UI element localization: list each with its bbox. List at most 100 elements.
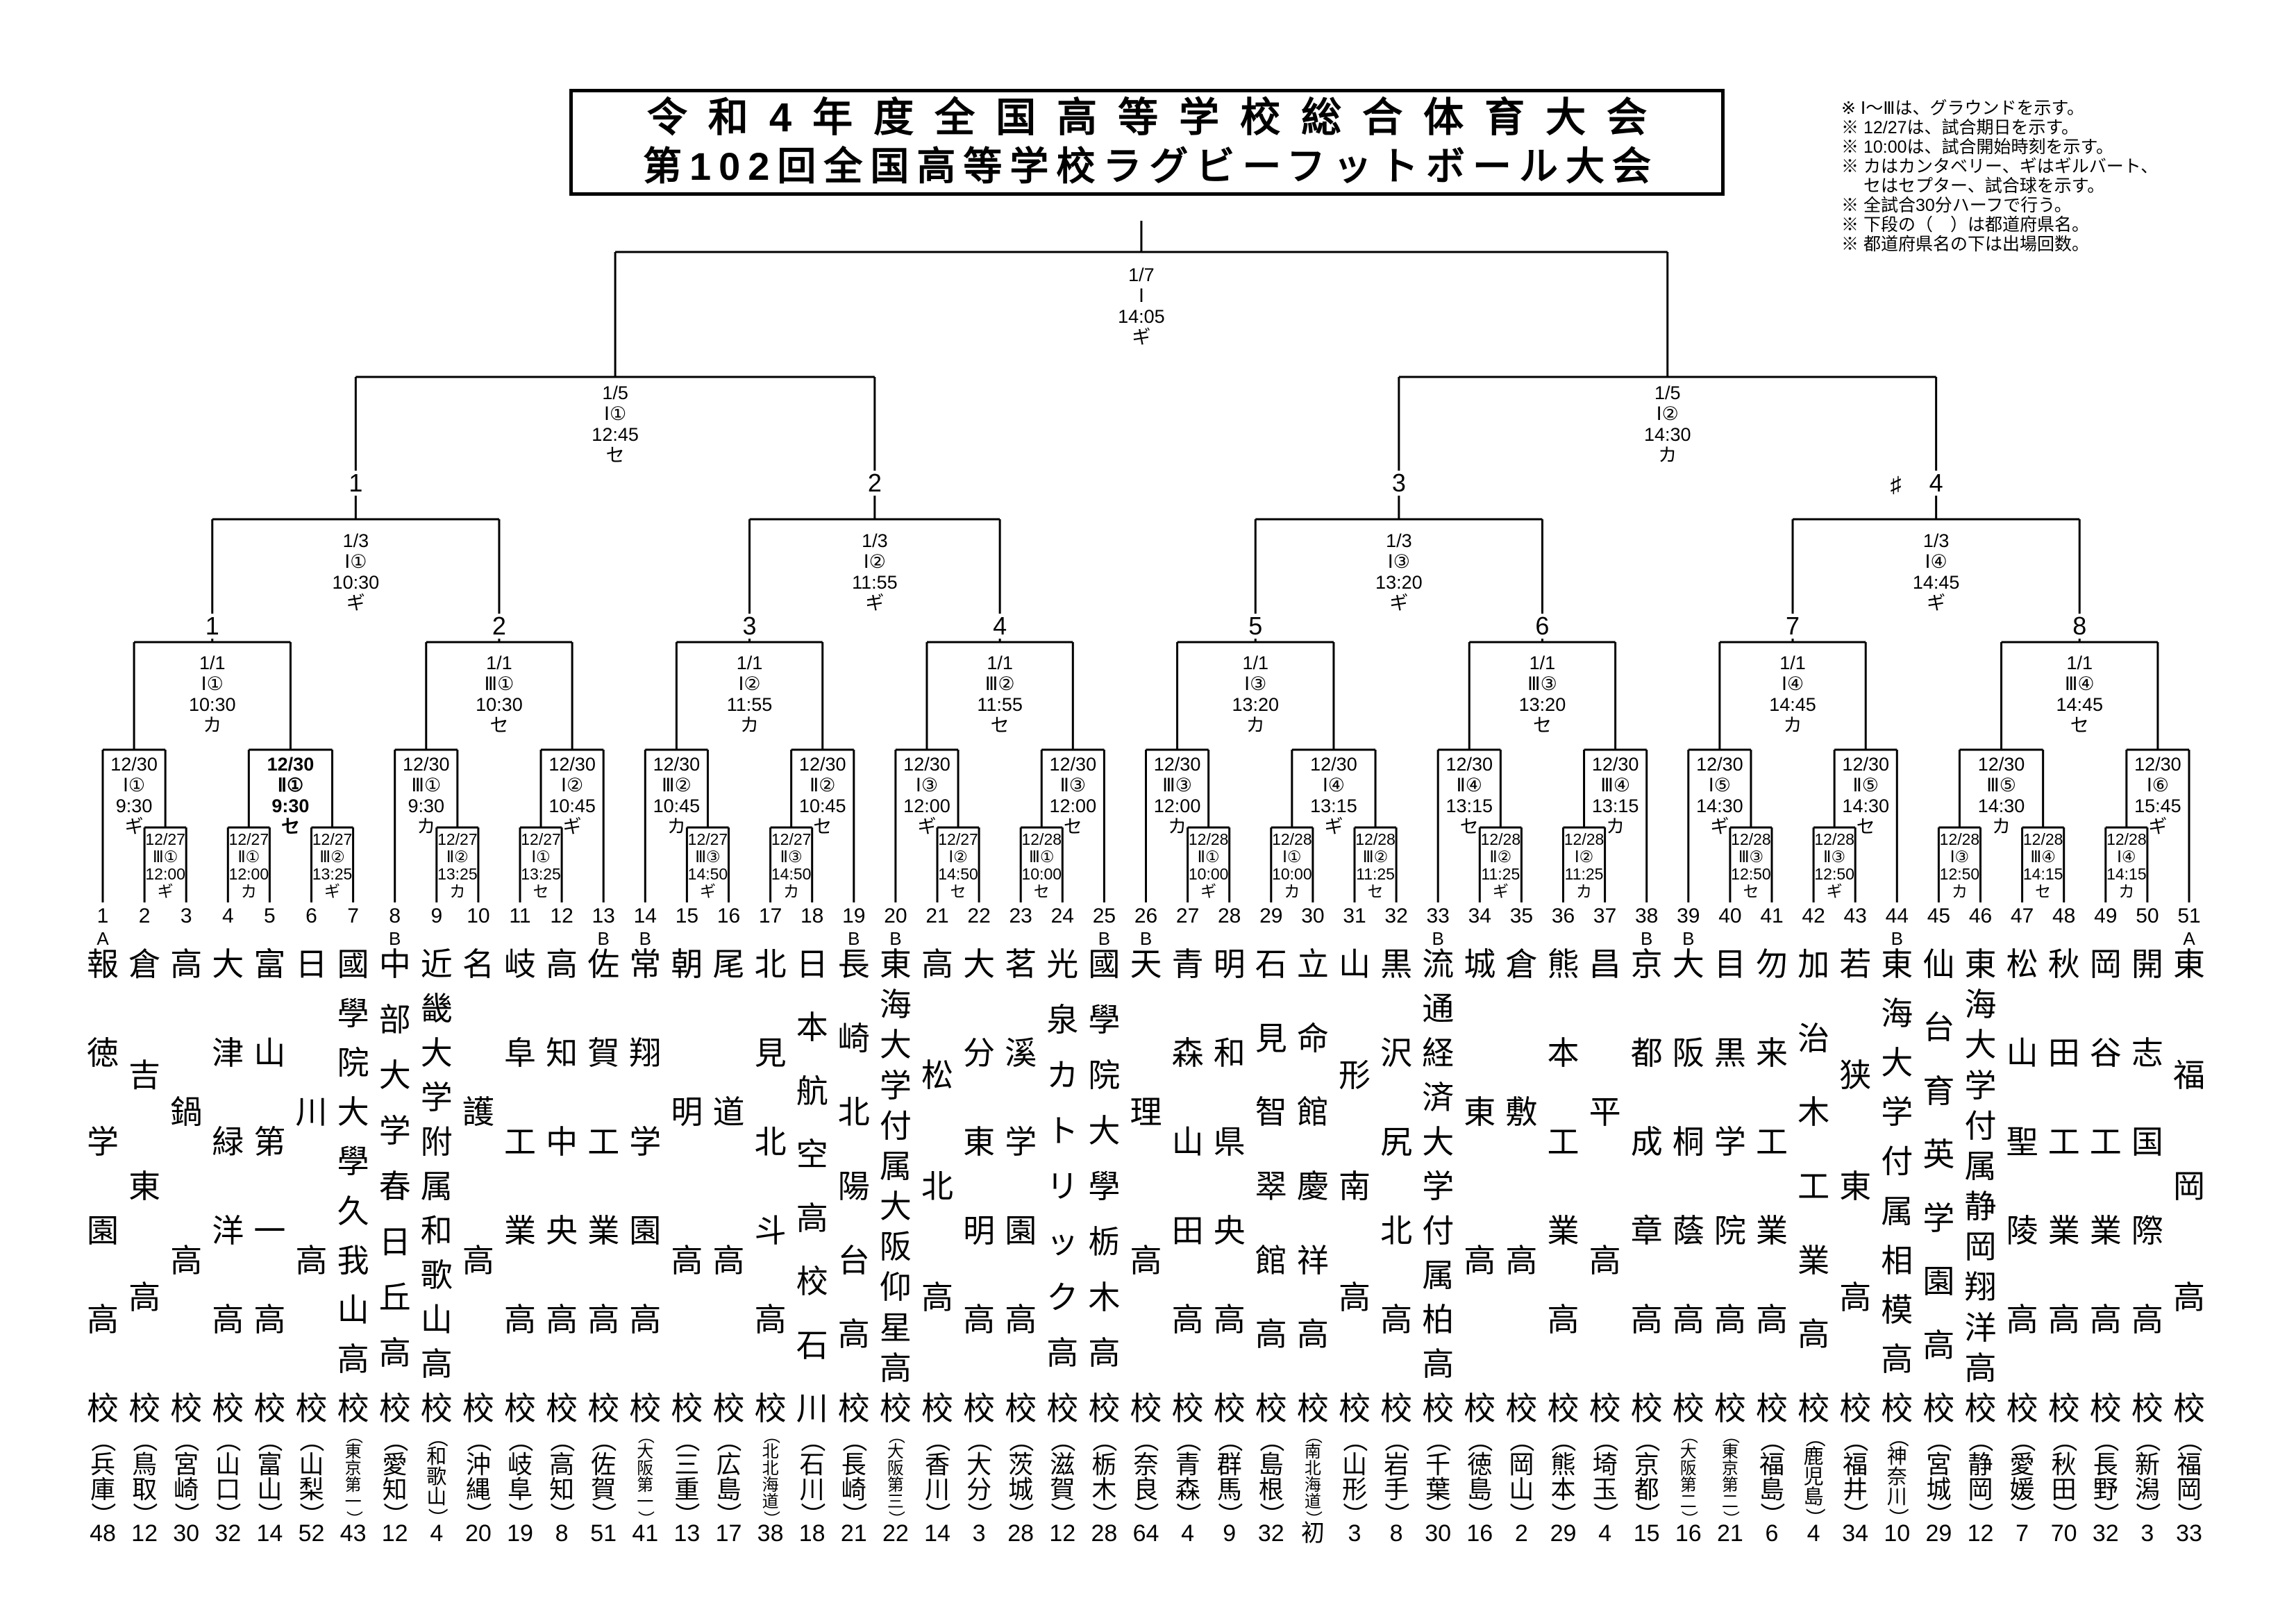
appearance-count: 16 (1675, 1520, 1702, 1547)
seed-number: 22 (967, 905, 991, 927)
second-round-match-label-ground: Ⅱ⑤ (1852, 775, 1879, 796)
legend-notes: ※ Ⅰ～Ⅲは、グラウンドを示す。※ 12/27は、試合期日を示す。※ 10:00… (1841, 99, 2296, 254)
quarterfinal-match-label-ground: Ⅰ① (344, 551, 367, 572)
round16-match-label-time: 11:55 (726, 694, 773, 715)
round16-number: 4 (980, 614, 1020, 639)
first-round-match-label-date: 12/28 (1272, 830, 1312, 848)
seed-number: 48 (2052, 905, 2076, 927)
appearance-count: 64 (1132, 1520, 1159, 1547)
appearance-count: 3 (1348, 1520, 1361, 1547)
team-prefecture: （三重） (673, 1427, 702, 1528)
semifinal-match-label-ball: セ (605, 445, 625, 466)
first-round-match-label-date: 12/28 (2106, 830, 2147, 848)
first-round-match-label-time: 11:25 (1356, 865, 1395, 883)
round16-match-label-ball: カ (740, 715, 760, 736)
quarterfinal-number: 1 (336, 471, 376, 496)
seed-number: 36 (1551, 905, 1575, 927)
second-round-match-label-time: 12:00 (1049, 796, 1097, 816)
first-round-match-label-ground: Ⅰ④ (2117, 848, 2136, 866)
quarterfinal-match-label-time: 13:20 (1375, 572, 1423, 593)
seed-number: 2 (138, 905, 151, 927)
second-round-match-label-date: 12/30 (798, 754, 846, 775)
round16-match-label-ground: Ⅲ③ (1527, 673, 1557, 694)
first-round-match-label-date: 12/27 (437, 830, 478, 848)
team-prefecture: （宮城） (1925, 1427, 1954, 1528)
team-name: 高知中央高校 (546, 946, 578, 1427)
appearance-count: 12 (381, 1520, 408, 1547)
appearance-count: 初 (1300, 1520, 1325, 1547)
team-prefecture: （沖縄） (464, 1427, 493, 1528)
seed-letter: B (889, 928, 902, 949)
first-round-match-label-time: 11:25 (1564, 865, 1604, 883)
first-round-match-label-ball: ギ (324, 882, 341, 900)
semifinal-match-label-ground: Ⅰ① (604, 403, 627, 424)
second-round-match-label-ground: Ⅰ⑥ (2146, 775, 2169, 796)
first-round-match-label-time: 14:50 (771, 865, 812, 883)
team-prefecture: （岩手） (1382, 1427, 1411, 1528)
quarterfinal-match-label-ball: ギ (1927, 593, 1946, 614)
seed-number: 20 (884, 905, 907, 927)
team-prefecture: （青森） (1173, 1427, 1203, 1528)
team-prefecture: （福井） (1841, 1427, 1870, 1528)
team-name: 山形南高校 (1339, 946, 1371, 1427)
first-round-match-label-ground: Ⅰ② (948, 848, 968, 866)
first-round-match-label-date: 12/28 (1731, 830, 1771, 848)
second-round-match-label-ball: ギ (1324, 816, 1343, 837)
round16-match-label-ground: Ⅰ④ (1781, 673, 1804, 694)
team-prefecture: （佐賀） (589, 1427, 619, 1528)
appearance-count: 52 (298, 1520, 325, 1547)
seed-letter: B (848, 928, 860, 949)
round16-match-label-date: 1/1 (1779, 653, 1806, 673)
second-round-match-label-ball: ギ (562, 816, 582, 837)
team-name: 尾道高校 (712, 946, 745, 1427)
team-prefecture: （栃木） (1090, 1427, 1119, 1528)
team-name: 富山第一高校 (253, 946, 286, 1427)
first-round-match-label-date: 12/28 (1814, 830, 1854, 848)
appearance-count: 14 (256, 1520, 283, 1547)
seed-number: 38 (1635, 905, 1659, 927)
first-round-match-label-ball: ギ (1200, 882, 1217, 900)
first-round-match-label-ball: セ (533, 882, 549, 900)
seed-number: 18 (801, 905, 824, 927)
seed-number: 33 (1426, 905, 1450, 927)
seed-number: 32 (1384, 905, 1408, 927)
team-name: 朝明高校 (671, 946, 703, 1427)
first-round-match-label-ground: Ⅰ③ (1950, 848, 1970, 866)
second-round-match-label-ground: Ⅰ② (561, 775, 584, 796)
round16-match-label-ground: Ⅲ② (984, 673, 1015, 694)
appearance-count: 30 (1425, 1520, 1452, 1547)
seed-number: 19 (842, 905, 866, 927)
team-prefecture: （秋田） (2050, 1427, 2079, 1528)
team-name: 近畿大学附属和歌山高校 (420, 946, 453, 1427)
second-round-match-label-ground: Ⅰ① (122, 775, 146, 796)
seed-number: 5 (264, 905, 276, 927)
round16-match-label-date: 1/1 (2066, 653, 2093, 673)
team-prefecture: （福島） (1757, 1427, 1786, 1528)
second-round-match-label-time: 14:30 (1977, 796, 2025, 816)
round16-number: 7 (1773, 614, 1813, 639)
round16-number: 6 (1523, 614, 1562, 639)
first-round-match-label-date: 12/28 (2022, 830, 2063, 848)
first-round-match-label-ball: ギ (1492, 882, 1509, 900)
second-round-match-label-time: 13:15 (1446, 796, 1493, 816)
team-name: 勿来工業高校 (1756, 946, 1788, 1427)
appearance-count: 21 (840, 1520, 867, 1547)
team-name: 熊本工業高校 (1547, 946, 1579, 1427)
round16-number: 8 (2060, 614, 2100, 639)
team-prefecture: （神奈川） (1886, 1427, 1909, 1529)
team-prefecture: （新潟） (2133, 1427, 2162, 1528)
